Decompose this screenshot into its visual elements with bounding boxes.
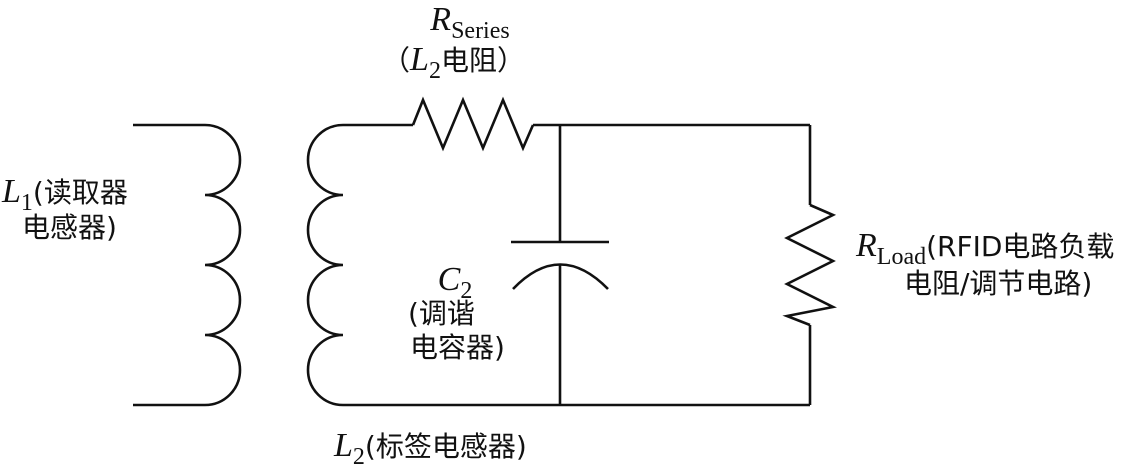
label-l1-line2: 电感器)	[22, 210, 117, 246]
inductor-l1	[133, 123, 242, 407]
l1-desc-line2: 电感器)	[22, 211, 117, 244]
c2-subscript: 2	[460, 278, 473, 304]
r-series-desc-open: （	[382, 44, 411, 77]
c2-desc-line2: 电容器)	[410, 331, 505, 364]
r-load-desc-line1: (RFID电路负载	[926, 230, 1115, 263]
c2-symbol: C	[437, 261, 461, 298]
label-l1: L1(读取器	[2, 173, 128, 217]
r-series-desc-symbol: L	[410, 41, 429, 78]
label-r-load: RLoad(RFID电路负载	[856, 227, 1115, 271]
l2-symbol: L	[334, 427, 353, 464]
capacitor-c2	[511, 125, 609, 405]
r-series-desc-subscript: 2	[428, 58, 441, 84]
r-series-desc-text: 电阻	[440, 44, 497, 77]
resistor-series	[411, 96, 535, 152]
c2-curved-plate	[512, 263, 609, 290]
label-r-series: RSeries	[400, 1, 540, 45]
inductor-l2	[306, 123, 344, 407]
l1-coil	[204, 123, 242, 407]
r-series-subscript: Series	[451, 18, 510, 44]
c2-desc-line1: (调谐	[408, 297, 475, 330]
r-load-desc-line2: 电阻/调节电路)	[904, 267, 1093, 300]
label-r-load-line2: 电阻/调节电路)	[904, 266, 1092, 302]
l1-symbol: L	[2, 173, 21, 210]
label-c2-line2: 电容器)	[410, 330, 505, 366]
r-series-desc-close: ）	[496, 44, 525, 77]
r-load-subscript: Load	[876, 244, 927, 270]
l1-subscript: 1	[20, 190, 33, 216]
l2-subscript: 2	[352, 444, 365, 470]
label-c2: C2	[400, 261, 510, 305]
l2-coil	[306, 123, 344, 407]
r-series-symbol: R	[430, 1, 452, 38]
l2-desc: (标签电感器)	[364, 430, 527, 463]
label-l2: L2(标签电感器)	[334, 427, 527, 470]
resistor-load	[782, 125, 837, 405]
rload-zigzag	[782, 203, 837, 327]
l1-desc-line1: (读取器	[32, 176, 128, 209]
label-r-series-desc: （L2电阻）	[382, 41, 525, 85]
r-load-symbol: R	[856, 227, 877, 264]
label-c2-line1: (调谐	[408, 296, 475, 332]
